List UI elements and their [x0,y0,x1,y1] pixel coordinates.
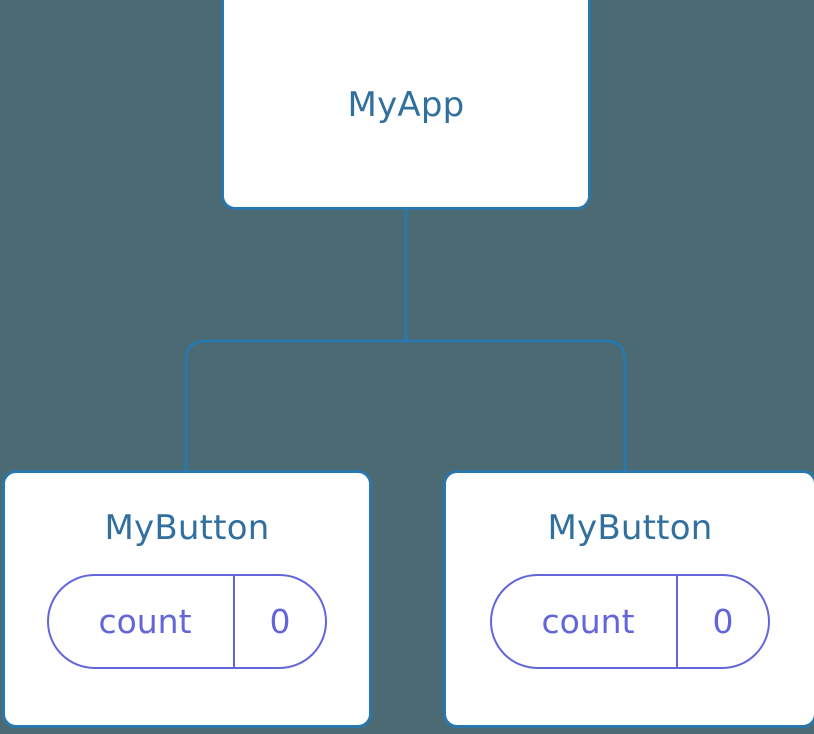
state-value-label: 0 [233,576,325,667]
state-key-label: count [98,602,192,641]
connector-branch-right [406,339,627,470]
component-name-label: MyButton [547,508,713,548]
component-name-label: MyApp [347,85,465,125]
component-name-label: MyButton [104,508,270,548]
component-node-child-1[interactable]: MyButton count 0 [2,470,372,728]
component-node-root[interactable]: MyApp [221,0,591,210]
state-pill[interactable]: count 0 [490,574,770,669]
component-node-child-2[interactable]: MyButton count 0 [443,470,814,728]
state-value-label: 0 [676,576,768,667]
state-key-label: count [541,602,635,641]
state-pill[interactable]: count 0 [47,574,327,669]
connector-branch-left [184,339,406,470]
